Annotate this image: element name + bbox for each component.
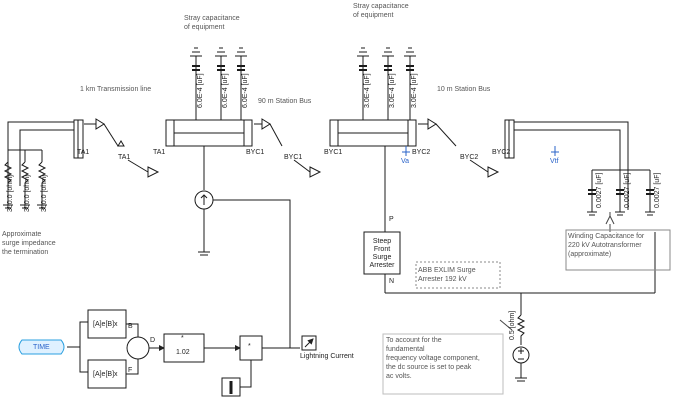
capacitor-3-value: 6.0E-4 [uF] [242,73,249,108]
winding-capacitors[interactable] [587,169,655,216]
stray-capacitors-group-1[interactable] [190,47,247,120]
meter-byc2[interactable] [418,118,500,178]
time-label: TIME [33,344,50,351]
vtf-probe[interactable] [551,146,559,156]
gain-value: 1.02 [176,349,190,356]
resistor-3-value: 350.0 [ohm] [41,175,48,212]
lightning-current-source[interactable] [194,146,291,342]
lightning-current-signal-icon [301,335,317,351]
capacitor-1-value: 6.0E-4 [uF] [197,73,204,108]
probe-byc1-label: BYC1 [284,154,303,161]
va-label: Va [401,158,410,165]
node-ta1-right: TA1 [153,149,166,156]
arrester-n-terminal: N [389,278,395,285]
node-byc2-left: BYC2 [412,149,431,156]
termination-resistors[interactable] [3,149,47,209]
node-byc1-right: BYC1 [324,149,343,156]
vtf-label: Vtf [550,158,559,165]
arrester-box-label: Steep Front Surge Arrester [369,238,395,269]
meter-ta1-left[interactable] [84,118,160,178]
summer-f-input: F [128,367,133,374]
node-ta1-left: TA1 [77,149,90,156]
winding-capacitance-note: Winding Capacitance for 220 kV Autotrans… [568,233,645,258]
control-signal-chain[interactable] [67,309,300,397]
transmission-line-left-end[interactable] [7,119,84,186]
station-bus-10m[interactable] [329,119,417,147]
surge-arrester-branch[interactable] [363,146,656,294]
node-byc2-right: BYC2 [492,149,511,156]
abb-note-frame [415,261,501,289]
resistor-2-value: 350.0 [ohm] [24,175,31,212]
time-input-block[interactable] [18,339,65,355]
node-byc1-left: BYC1 [246,149,265,156]
lightning-current-label: Lightning Current [300,353,354,360]
capacitor-8-value: 0.0027 [uF] [624,172,631,208]
capacitor-7-value: 0.0027 [uF] [596,172,603,208]
station-bus-90m[interactable] [165,119,253,147]
resistor-1-value: 350.0 [ohm] [7,175,14,212]
summer-d-output: D [150,337,156,344]
transmission-line-label: 1 km Transmission line [80,86,152,93]
capacitor-4-value: 3.0E-4 [uF] [364,73,371,108]
dc-note-frame [382,333,504,395]
surge-impedance-note: Approximate surge impedance the terminat… [2,231,56,256]
multiplier-sign: * [248,343,251,350]
capacitor-2-value: 6.0E-4 [uF] [222,73,229,108]
capacitor-5-value: 3.0E-4 [uF] [389,73,396,108]
dc-resistor-value: 0.5 [ohm] [509,310,516,340]
capacitor-9-value: 0.0027 [uF] [654,172,661,208]
probe-ta1-label: TA1 [118,154,131,161]
stray-capacitance-label-1: Stray capacitance of equipment [184,15,240,31]
summer-b-input: B [128,323,133,330]
abb-arrester-note: ABB EXLIM Surge Arrester 192 kV [418,267,476,283]
exp-function-2: [A]e[B]x [93,371,118,378]
stray-capacitance-label-2: Stray capacitance of equipment [353,3,409,19]
probe-byc2-label: BYC2 [460,154,479,161]
dc-source-branch[interactable] [512,293,530,382]
capacitor-6-value: 3.0E-4 [uF] [411,73,418,108]
station-bus-90m-label: 90 m Station Bus [258,98,312,105]
winding-note-frame [565,229,671,271]
stray-capacitors-group-2[interactable] [357,47,416,120]
va-probe[interactable] [402,146,410,156]
meter-byc1[interactable] [254,118,322,178]
dc-source-note: To account for the fundamental frequency… [386,337,480,380]
transformer-line-end[interactable] [504,119,629,210]
arrester-p-terminal: P [389,216,394,223]
gain-sign: * [181,335,184,342]
station-bus-10m-label: 10 m Station Bus [437,86,491,93]
exp-function-1: [A]e[B]x [93,321,118,328]
